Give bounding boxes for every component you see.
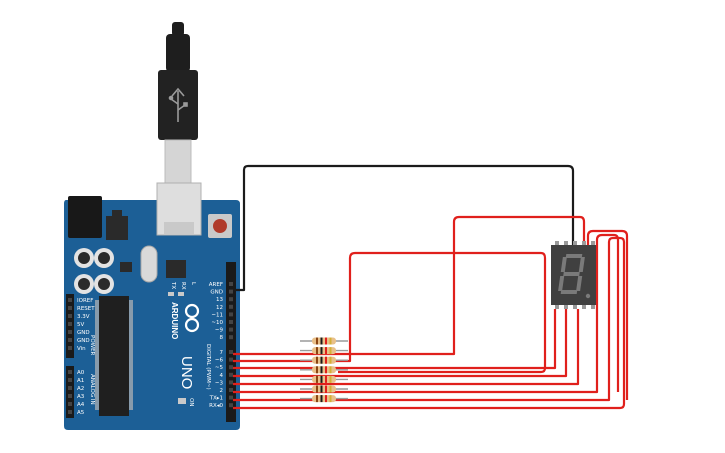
analog-header[interactable] [66,366,74,418]
power-jack [68,196,102,238]
wire[interactable] [233,309,557,370]
analog-pin-label: A3 [77,394,85,400]
header-pin[interactable] [229,403,233,408]
digital-pin-label: 12 [216,305,223,311]
decimal-point [585,293,591,299]
atmega-chip [99,296,129,416]
digital-pin-label: 4 [220,373,224,379]
wire[interactable] [233,215,586,356]
seven-segment-display[interactable] [551,241,596,309]
header-pin[interactable] [229,297,233,302]
analog-pin-label: A1 [77,378,84,384]
power-pin-label: RESET [77,306,95,312]
digital-header[interactable] [226,262,236,422]
digital-pin-label: 8 [220,335,224,341]
wire[interactable] [233,236,626,410]
wires [233,164,629,410]
model-label: UNO [178,356,195,389]
reset-button[interactable] [208,214,232,238]
header-pin[interactable] [229,327,233,332]
power-pin-label: GND [77,330,90,336]
wire[interactable] [233,164,575,292]
capacitors [74,248,114,294]
header-pin[interactable] [229,388,233,392]
power-pin-label: 3.3V [77,314,90,320]
usb-symbol-icon [168,87,188,122]
resistor[interactable] [300,375,348,383]
digital-pin-label: 2 [220,388,224,394]
digital-pin-label: TX▸1 [209,396,223,402]
analog-pin-label: A0 [77,370,85,376]
digital-pin-label: ~6 [215,358,224,364]
header-pin[interactable] [229,380,233,385]
analog-pin-label: A2 [77,386,84,392]
digital-pin-label: ~10 [211,320,223,326]
header-pin[interactable] [229,395,233,400]
power-label: POWER [89,335,95,356]
power-header[interactable] [66,294,74,358]
digit-segments [558,254,585,294]
resistors [300,337,348,403]
wire[interactable] [233,309,568,378]
digital-label: DIGITAL (PWM~) [205,344,211,390]
display-top-pins [555,241,595,245]
header-pin[interactable] [229,357,233,362]
analog-label: ANALOG IN [89,374,95,405]
display-bottom-pins [555,305,595,309]
arduino-board[interactable]: IOREF RESET 3.3V 5V GND GND Vin POWER A0A1A2A3… [64,182,240,430]
wire[interactable] [233,309,580,386]
resistor[interactable] [300,337,348,345]
digital-pin-label: 7 [220,350,224,356]
power-pin-label: IOREF [77,298,93,304]
l-led-label: L [190,282,196,286]
digital-pin-label: AREF [209,282,223,288]
tx-led-label: TX [170,281,176,289]
wire[interactable] [233,251,547,374]
header-pin[interactable] [229,335,233,340]
resistor[interactable] [300,366,348,374]
power-pin-label: Vin [77,346,86,352]
header-pin[interactable] [229,289,233,294]
header-pin[interactable] [229,350,233,354]
analog-pin-label: A4 [77,402,85,408]
digital-pin-label: ~11 [211,312,223,318]
analog-pin-label: A5 [77,410,85,416]
brand-label: ARDUINO [170,302,179,339]
digital-pin-label: 13 [216,297,223,303]
resistor[interactable] [300,385,348,393]
digital-pin-label: RX◂0 [209,403,223,409]
digital-pin-label: ~5 [215,365,224,371]
header-pin[interactable] [229,372,233,377]
infinity-logo-icon [184,303,200,333]
digital-pin-label: ~9 [215,328,224,334]
rx-led-label: RX [180,282,186,290]
header-pin[interactable] [229,304,233,309]
digital-pin-label: ~3 [215,380,224,386]
header-pin[interactable] [229,320,233,324]
wire[interactable] [586,229,629,400]
usb-cable [158,22,198,185]
on-label: ON [188,398,194,406]
resistor[interactable] [300,347,348,355]
power-pin-label: 5V [77,322,84,328]
header-pin[interactable] [229,282,233,286]
digital-pin-label: GND [210,290,223,296]
resistor[interactable] [300,395,348,403]
header-pin[interactable] [229,312,233,317]
power-pin-label: GND [77,338,90,344]
header-pin[interactable] [229,365,233,370]
resistor[interactable] [300,356,348,364]
